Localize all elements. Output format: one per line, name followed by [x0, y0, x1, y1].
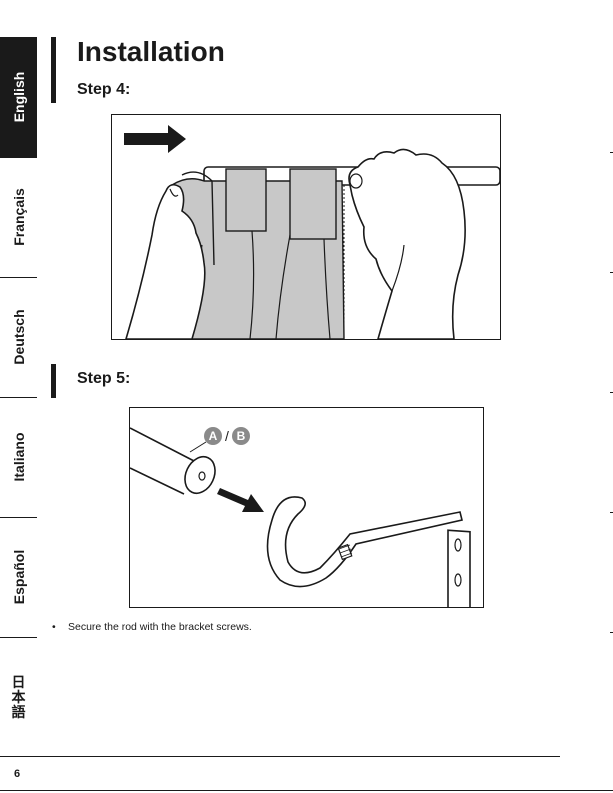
- callout-b: B: [232, 427, 250, 445]
- lang-tab-label: Italiano: [11, 432, 27, 481]
- section-bar-installation: [51, 37, 56, 103]
- page-title: Installation: [77, 36, 225, 68]
- lang-tab-label: Español: [11, 550, 27, 604]
- lang-tab-japanese[interactable]: 日本語: [0, 637, 37, 757]
- step5-heading: Step 5:: [77, 370, 130, 388]
- right-hand: [349, 149, 465, 339]
- lang-tab-label: Deutsch: [11, 309, 27, 364]
- step4-heading: Step 4:: [77, 81, 130, 99]
- page-number: 6: [14, 768, 20, 780]
- lang-tab-francais[interactable]: Français: [0, 157, 37, 278]
- bottom-rule: [0, 790, 613, 791]
- bullet-dot: •: [52, 621, 68, 633]
- lang-tab-english[interactable]: English: [0, 37, 37, 158]
- callout-a: A: [204, 427, 222, 445]
- callout-b-label: B: [237, 429, 246, 443]
- instruction-bullet: •Secure the rod with the bracket screws.: [52, 621, 252, 633]
- arrow-down-right-icon: [217, 488, 264, 512]
- arrow-right-icon: [124, 125, 186, 153]
- bracket: [268, 497, 471, 607]
- lang-tab-italiano[interactable]: Italiano: [0, 397, 37, 518]
- step4-figure: [111, 114, 501, 340]
- step5-figure: A / B: [129, 407, 484, 608]
- lang-tab-label: 日本語: [9, 675, 29, 720]
- lang-tab-label: English: [11, 72, 27, 123]
- lang-tab-label: Français: [11, 188, 27, 246]
- callout-separator: /: [225, 428, 229, 444]
- lang-tab-espanol[interactable]: Español: [0, 517, 37, 638]
- footer-rule: [0, 756, 560, 757]
- callout-a-label: A: [209, 429, 218, 443]
- section-bar-step5: [51, 364, 56, 398]
- instruction-text: Secure the rod with the bracket screws.: [68, 621, 252, 633]
- lang-tab-deutsch[interactable]: Deutsch: [0, 277, 37, 398]
